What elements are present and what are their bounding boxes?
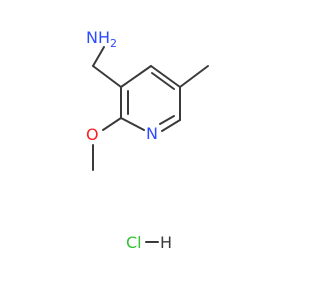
bond-c3-c4 — [120, 65, 152, 88]
bond-c6-n1-double — [159, 115, 175, 125]
bond-c2-oxygen — [102, 117, 122, 131]
methoxy-oxygen-label: O — [86, 125, 99, 144]
bonds — [92, 46, 209, 243]
ring-nitrogen-label: N — [146, 124, 158, 143]
bond-c5-methyl — [179, 65, 209, 88]
salt-chlorine-label: Cl — [126, 233, 142, 252]
atom-labels: NH2 N O Cl H — [86, 28, 172, 252]
amine-label: NH2 — [86, 28, 117, 50]
bond-c4-c5 — [150, 65, 181, 88]
amine-subscript: 2 — [110, 37, 117, 50]
bond-n1-c2 — [120, 117, 145, 131]
bond-ch2-c3 — [92, 65, 122, 88]
bond-amine-ch2 — [92, 46, 105, 67]
bond-c6-n1 — [161, 119, 181, 132]
structure-canvas: NH2 N O Cl H — [86, 28, 209, 252]
molecule-structure: NH2 N O Cl H — [86, 28, 209, 252]
salt-hydrogen-label: H — [160, 233, 172, 252]
bond-c4-c5-double — [151, 72, 175, 90]
